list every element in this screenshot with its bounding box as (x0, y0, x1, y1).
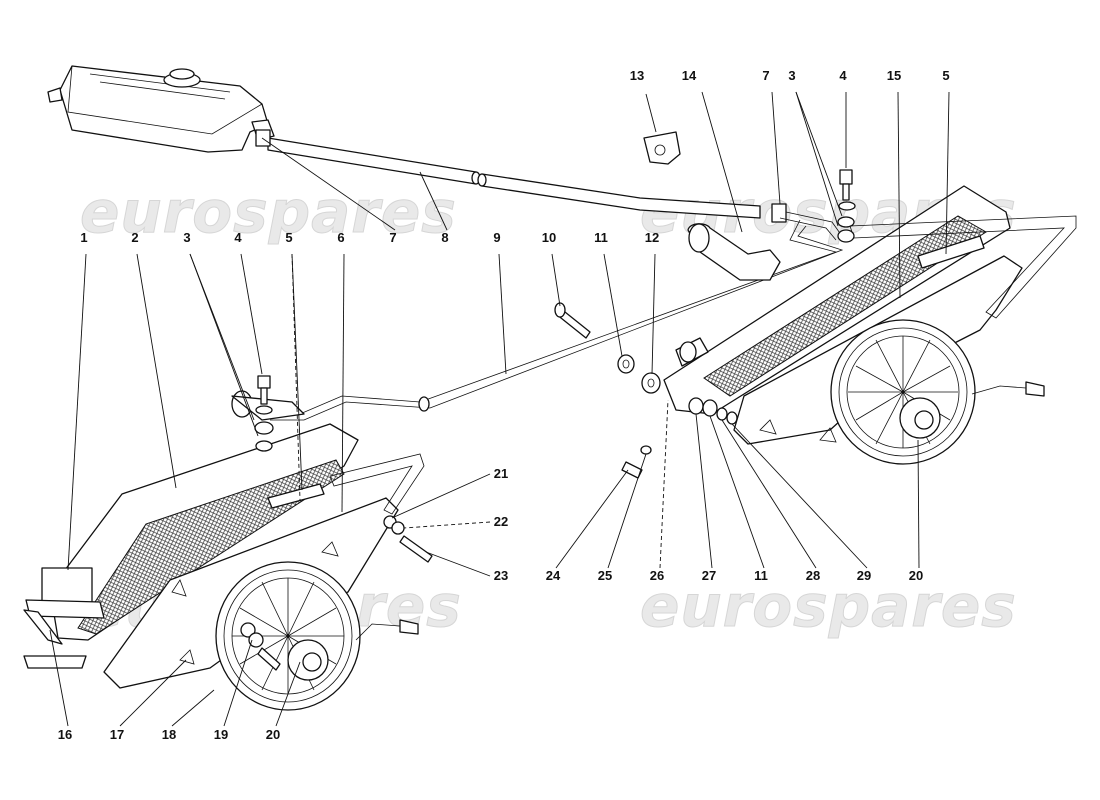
callout-15: 15 (887, 68, 901, 83)
callout-14: 14 (682, 68, 697, 83)
callout-28: 28 (806, 568, 820, 583)
callout-25: 25 (598, 568, 612, 583)
bolt-10 (554, 302, 591, 339)
callout-8: 8 (441, 230, 448, 245)
callout-19: 19 (214, 727, 228, 742)
callout-3: 3 (183, 230, 190, 245)
callout-9: 9 (493, 230, 500, 245)
left-fasteners (23, 375, 433, 671)
grommet-12 (641, 372, 661, 394)
callout-24: 24 (546, 568, 561, 583)
callout-4: 4 (234, 230, 242, 245)
callout-22: 22 (494, 514, 508, 529)
callout-5: 5 (285, 230, 292, 245)
callout-3: 3 (788, 68, 795, 83)
callout-4: 4 (839, 68, 847, 83)
callout-23: 23 (494, 568, 508, 583)
callout-20: 20 (909, 568, 923, 583)
callout-29: 29 (857, 568, 871, 583)
left-radiator (23, 390, 359, 645)
left-bracket (171, 453, 425, 597)
coolant-hose-upper (255, 129, 787, 223)
callout-7: 7 (762, 68, 769, 83)
callout-20: 20 (266, 727, 280, 742)
right-cooling-fan (830, 319, 1045, 465)
watermark-bottom-right: eurospares (640, 572, 1017, 641)
leader-lines (49, 91, 950, 727)
callout-21: 21 (494, 466, 508, 481)
right-bracket (849, 215, 1077, 319)
right-radiator (663, 185, 1011, 415)
callout-11: 11 (594, 230, 608, 245)
callout-1: 1 (80, 230, 87, 245)
callout-18: 18 (162, 727, 176, 742)
callout-27: 27 (702, 568, 716, 583)
watermark-top: eurospares (80, 178, 457, 247)
callout-7: 7 (389, 230, 396, 245)
callout-6: 6 (337, 230, 344, 245)
callout-16: 16 (58, 727, 72, 742)
clip-13 (643, 131, 681, 165)
right-fasteners (621, 169, 856, 479)
callout-11: 11 (754, 568, 768, 583)
callout-17: 17 (110, 727, 124, 742)
callout-13: 13 (630, 68, 644, 83)
callout-5: 5 (942, 68, 949, 83)
callout-26: 26 (650, 568, 664, 583)
callout-2: 2 (131, 230, 138, 245)
callout-10: 10 (542, 230, 556, 245)
callout-12: 12 (645, 230, 659, 245)
expansion-tank (47, 65, 275, 153)
grommet-11 (617, 354, 635, 374)
